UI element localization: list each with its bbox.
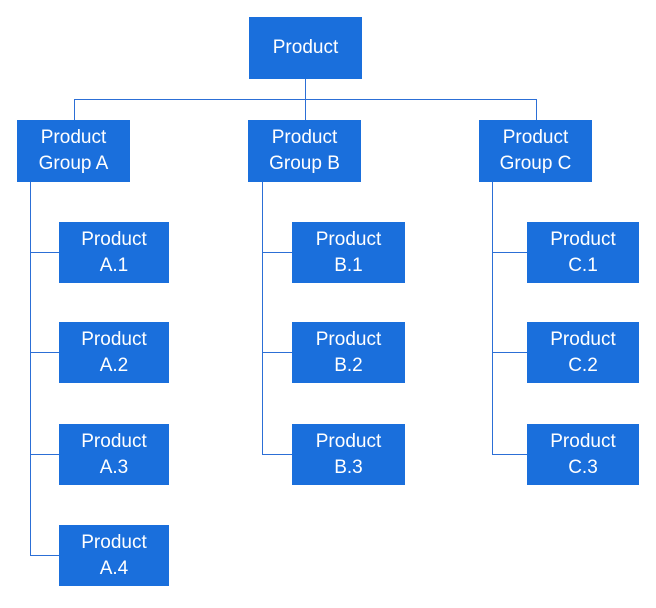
node-group-a-line2: Group A <box>38 153 109 174</box>
node-a1-line2: A.1 <box>99 254 129 276</box>
node-root-label: Product <box>272 37 339 58</box>
node-a4: Product A.4 <box>59 525 169 586</box>
node-group-a: Product Group A <box>17 120 130 182</box>
node-group-b-line1: Product <box>271 127 338 148</box>
node-a4-line1: Product <box>81 531 147 553</box>
node-a2: Product A.2 <box>59 322 169 383</box>
node-group-a-line1: Product <box>40 127 107 148</box>
node-a1-line1: Product <box>81 228 147 250</box>
node-c2-line2: C.2 <box>568 354 598 376</box>
node-b2-line2: B.2 <box>334 354 363 376</box>
node-a2-line1: Product <box>81 328 147 350</box>
node-b1-line1: Product <box>315 228 382 250</box>
node-group-c-line2: Group C <box>499 153 572 174</box>
node-b1-line2: B.1 <box>334 254 363 276</box>
node-b2-line1: Product <box>315 328 382 350</box>
node-group-c-line1: Product <box>502 127 569 148</box>
node-b3-line1: Product <box>315 430 382 452</box>
node-c1: Product C.1 <box>527 222 639 283</box>
node-c2: Product C.2 <box>527 322 639 383</box>
node-a3: Product A.3 <box>59 424 169 485</box>
node-group-c: Product Group C <box>479 120 592 182</box>
node-c3-line2: C.3 <box>568 456 598 478</box>
node-a1: Product A.1 <box>59 222 169 283</box>
node-a2-line2: A.2 <box>99 354 129 376</box>
node-c1-line2: C.1 <box>568 254 598 276</box>
node-b3: Product B.3 <box>292 424 405 485</box>
node-b3-line2: B.3 <box>334 456 363 478</box>
node-a3-line1: Product <box>81 430 147 452</box>
node-c1-line1: Product <box>550 228 616 250</box>
node-c2-line1: Product <box>550 328 616 350</box>
node-b1: Product B.1 <box>292 222 405 283</box>
node-c3-line1: Product <box>550 430 616 452</box>
node-b2: Product B.2 <box>292 322 405 383</box>
node-c3: Product C.3 <box>527 424 639 485</box>
node-group-b: Product Group B <box>248 120 361 182</box>
node-a4-line2: A.4 <box>99 557 129 579</box>
node-root: Product <box>249 17 362 79</box>
node-a3-line2: A.3 <box>99 456 129 478</box>
node-group-b-line2: Group B <box>269 153 340 174</box>
